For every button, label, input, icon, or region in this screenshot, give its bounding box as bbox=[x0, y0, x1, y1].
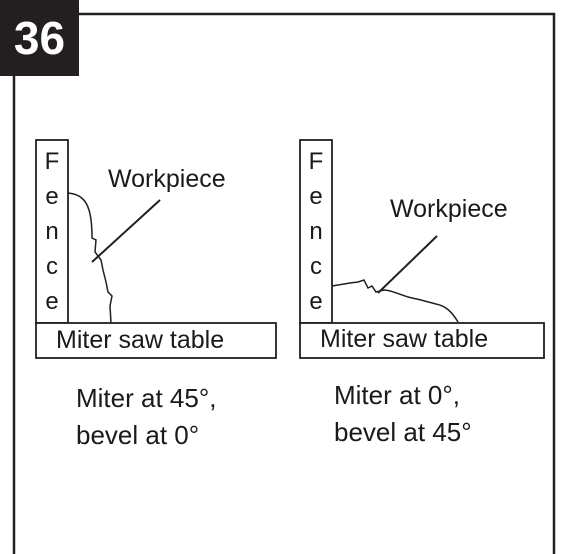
right-miter-saw-table bbox=[299, 322, 545, 359]
left-workpiece-outline bbox=[67, 192, 113, 324]
right-fence-letter-5: e bbox=[309, 288, 323, 315]
right-fence-letter-4: c bbox=[310, 253, 322, 280]
left-fence-letter-2: e bbox=[45, 183, 59, 210]
left-table-label: Miter saw table bbox=[56, 326, 225, 354]
left-fence-letter-5: e bbox=[45, 288, 59, 315]
left-fence-letter-1: F bbox=[44, 148, 60, 175]
right-workpiece-outline bbox=[331, 279, 459, 323]
right-workpiece-label: Workpiece bbox=[390, 195, 508, 223]
step-number-badge: 36 bbox=[0, 0, 79, 76]
right-table-label: Miter saw table bbox=[320, 325, 489, 353]
right-fence-letter-2: e bbox=[309, 183, 323, 210]
left-workpiece-label: Workpiece bbox=[108, 165, 226, 193]
left-miter-saw-table bbox=[35, 322, 277, 359]
left-workpiece-leader bbox=[91, 199, 161, 263]
right-workpiece-leader bbox=[377, 235, 438, 294]
left-caption-line-2: bevel at 0° bbox=[76, 420, 200, 450]
left-fence-letter-3: n bbox=[45, 218, 59, 245]
right-fence-letter-3: n bbox=[309, 218, 323, 245]
right-fence bbox=[299, 139, 333, 324]
left-fence bbox=[35, 139, 69, 324]
figure-frame bbox=[78, 12, 556, 554]
left-caption-line-1: Miter at 45°, bbox=[76, 383, 217, 413]
right-fence-letter-1: F bbox=[308, 148, 324, 175]
right-caption-line-1: Miter at 0°, bbox=[334, 380, 460, 410]
right-caption-line-2: bevel at 45° bbox=[334, 417, 472, 447]
left-fence-letter-4: c bbox=[46, 253, 58, 280]
